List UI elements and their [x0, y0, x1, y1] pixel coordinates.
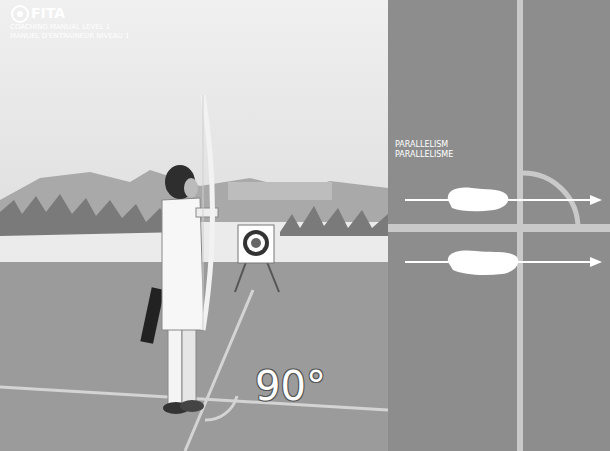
arrow-head — [590, 257, 602, 267]
manual-title: MANUEL D'ENTRAINEUR NIVEAU 1 — [10, 33, 129, 40]
bushes — [280, 206, 388, 236]
panel-heading: PARALLELISME — [395, 151, 453, 159]
archer-shoe — [180, 400, 204, 412]
archer-torso — [162, 198, 204, 330]
sky — [0, 0, 388, 451]
quiver — [140, 287, 164, 344]
manual-title: COACHING MANUAL LEVEL 1 — [10, 24, 110, 31]
distant-structure — [228, 182, 332, 200]
panel-heading: PARALLELISM — [395, 141, 448, 149]
target-ring — [247, 234, 265, 252]
target-stand — [235, 262, 246, 292]
bow-string — [203, 95, 204, 330]
target-ring — [251, 238, 261, 248]
archer-face — [184, 178, 198, 198]
archer-leg — [168, 320, 182, 405]
arrow-head — [590, 195, 602, 205]
target-stand — [267, 262, 279, 292]
logo-icon — [12, 6, 28, 22]
target-ring — [243, 230, 269, 256]
bushes — [0, 194, 186, 236]
direction-arrow — [405, 261, 592, 263]
logo-icon — [17, 11, 23, 17]
archer-leg — [182, 320, 196, 405]
target-face — [238, 225, 274, 263]
direction-arrow — [405, 199, 592, 201]
angle-arc — [205, 396, 237, 420]
detail-panel — [388, 0, 610, 451]
bow-limb — [203, 95, 213, 330]
logo-text: FITA — [31, 6, 65, 20]
angle-label: 90° — [255, 366, 326, 406]
